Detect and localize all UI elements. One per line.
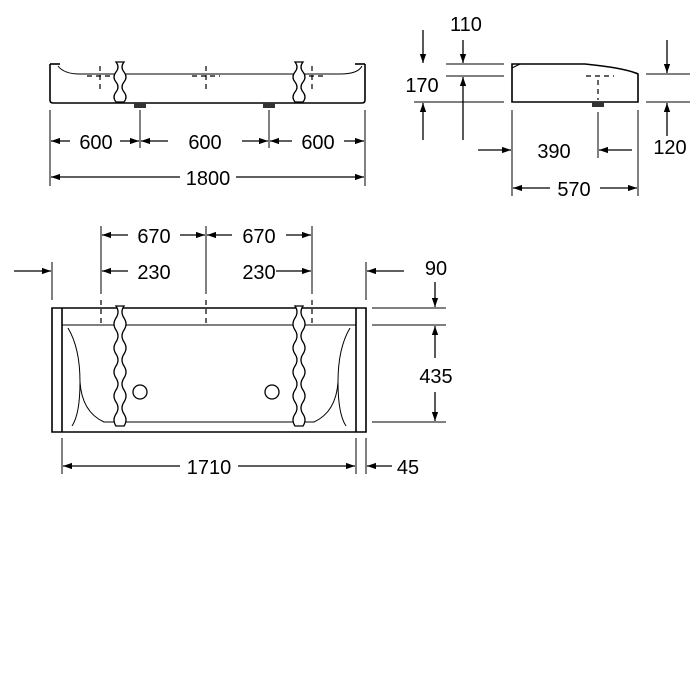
plan-dim-end-offset: 45 bbox=[397, 457, 419, 479]
plan-dim-back-offset: 90 bbox=[425, 258, 447, 280]
front-dim-overall: 1800 bbox=[186, 168, 231, 190]
plan-dim-spacing-left: 670 bbox=[137, 226, 170, 248]
plan-view: 670 670 230 230 90 435 1710 45 bbox=[14, 226, 453, 479]
side-dim-base-height: 120 bbox=[653, 137, 686, 159]
front-dim-600-c: 600 bbox=[301, 132, 334, 154]
front-basin-rim bbox=[57, 65, 363, 75]
side-view: 110 170 120 390 570 bbox=[405, 14, 690, 201]
plan-right-end-curve bbox=[337, 327, 351, 427]
plan-break-left bbox=[113, 305, 127, 427]
side-drain bbox=[592, 102, 604, 107]
plan-drain-hole-left bbox=[132, 384, 148, 400]
plan-break-right bbox=[292, 305, 306, 427]
plan-dim-spacing-right: 670 bbox=[242, 226, 275, 248]
front-dim-600-b: 600 bbox=[188, 132, 221, 154]
plan-dim-inner-depth: 435 bbox=[419, 366, 452, 388]
front-break-left bbox=[113, 61, 127, 103]
plan-basin-outline bbox=[51, 307, 367, 433]
plan-left-end-curve bbox=[67, 327, 81, 427]
side-basin-outline bbox=[511, 63, 639, 103]
side-dim-height: 170 bbox=[405, 75, 438, 97]
plan-dim-inner-length: 1710 bbox=[187, 457, 232, 479]
front-drain-left bbox=[134, 103, 146, 108]
side-dim-depth: 570 bbox=[557, 179, 590, 201]
plan-dim-inset-left: 230 bbox=[137, 262, 170, 284]
front-basin-outline bbox=[49, 64, 366, 104]
front-drain-right bbox=[263, 103, 275, 108]
plan-drain-hole-right bbox=[264, 384, 280, 400]
side-dim-drain-offset: 390 bbox=[537, 141, 570, 163]
front-dim-600-a: 600 bbox=[79, 132, 112, 154]
side-dim-offset: 110 bbox=[450, 14, 482, 36]
plan-dim-inset-right: 230 bbox=[242, 262, 275, 284]
front-view: 600 600 600 1800 bbox=[49, 61, 366, 190]
front-break-right bbox=[292, 61, 306, 103]
